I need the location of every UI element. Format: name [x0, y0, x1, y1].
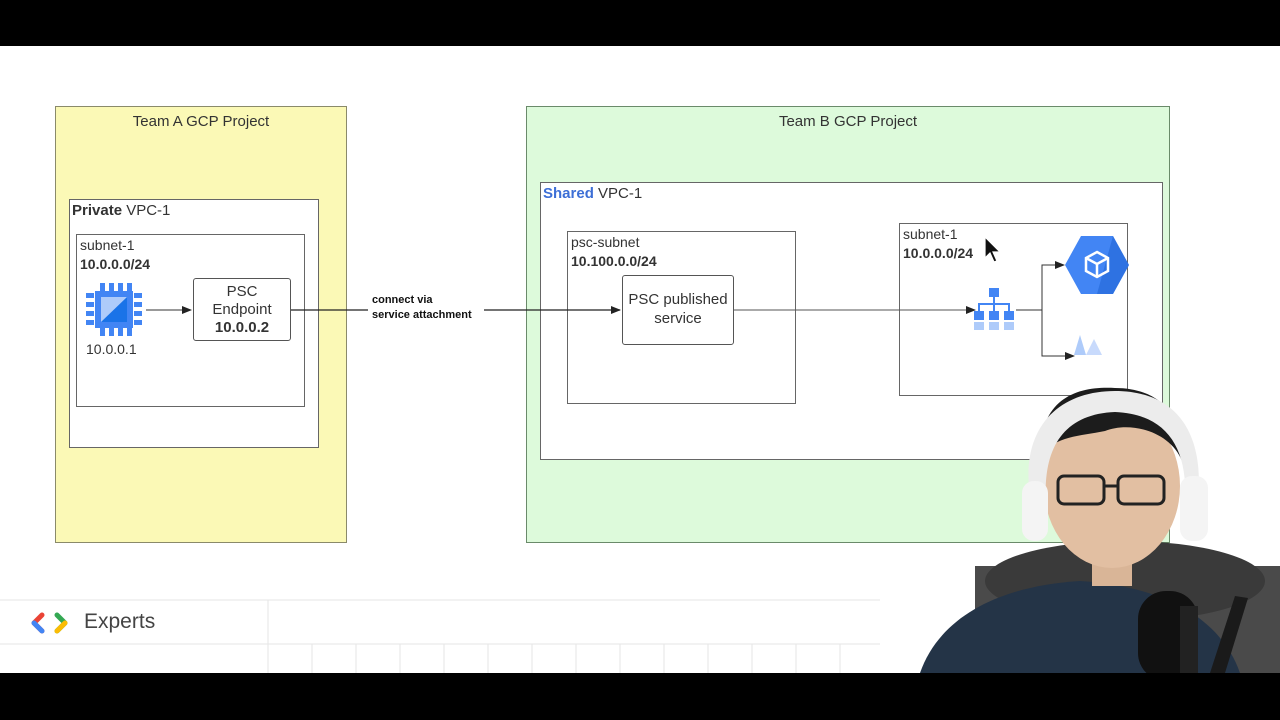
partial-service-icon [1074, 335, 1102, 355]
psc-subnet-cidr: 10.100.0.0/24 [571, 253, 657, 269]
published-service-line1: PSC published [628, 291, 728, 308]
team-b-title: Team B GCP Project [778, 113, 918, 130]
service-hexagon-icon [1065, 236, 1129, 294]
team-a-subnet-cidr: 10.0.0.0/24 [80, 256, 151, 272]
psc-subnet-name: psc-subnet [571, 234, 640, 250]
presenter-webcam-overlay [920, 387, 1280, 673]
mouse-cursor-icon [984, 236, 1002, 263]
load-balancer-icon [974, 288, 1014, 330]
psc-endpoint-line2: Endpoint [212, 301, 272, 318]
lb-to-partial-arrow [1041, 310, 1075, 360]
published-service-line2: service [654, 310, 702, 327]
team-b-subnet-cidr: 10.0.0.0/24 [903, 245, 974, 261]
vm-ip: 10.0.0.1 [86, 341, 137, 357]
team-a-title: Team A GCP Project [132, 113, 270, 130]
psc-endpoint [193, 278, 291, 341]
team-a-subnet-name: subnet-1 [80, 237, 135, 253]
connection-label-line2: service attachment [372, 309, 472, 321]
connector-lines [146, 261, 1075, 360]
diagram-canvas: Team A GCP Project Private VPC-1 subnet-… [0, 46, 1280, 673]
psc-endpoint-ip: 10.0.0.2 [214, 319, 270, 336]
team-b-subnet-name: subnet-1 [903, 226, 958, 242]
experts-label: Experts [84, 610, 156, 633]
connection-label-line1: connect via [372, 294, 433, 306]
psc-endpoint-line1: PSC [226, 283, 258, 300]
background-grid [0, 599, 880, 673]
private-vpc-label: Private VPC-1 [72, 202, 171, 219]
lb-to-hexagon-arrow [1016, 261, 1065, 311]
developer-experts-logo-icon [31, 612, 68, 634]
compute-engine-icon [86, 283, 142, 336]
psc-published-service [622, 275, 734, 345]
shared-vpc-label: Shared VPC-1 [543, 185, 643, 202]
